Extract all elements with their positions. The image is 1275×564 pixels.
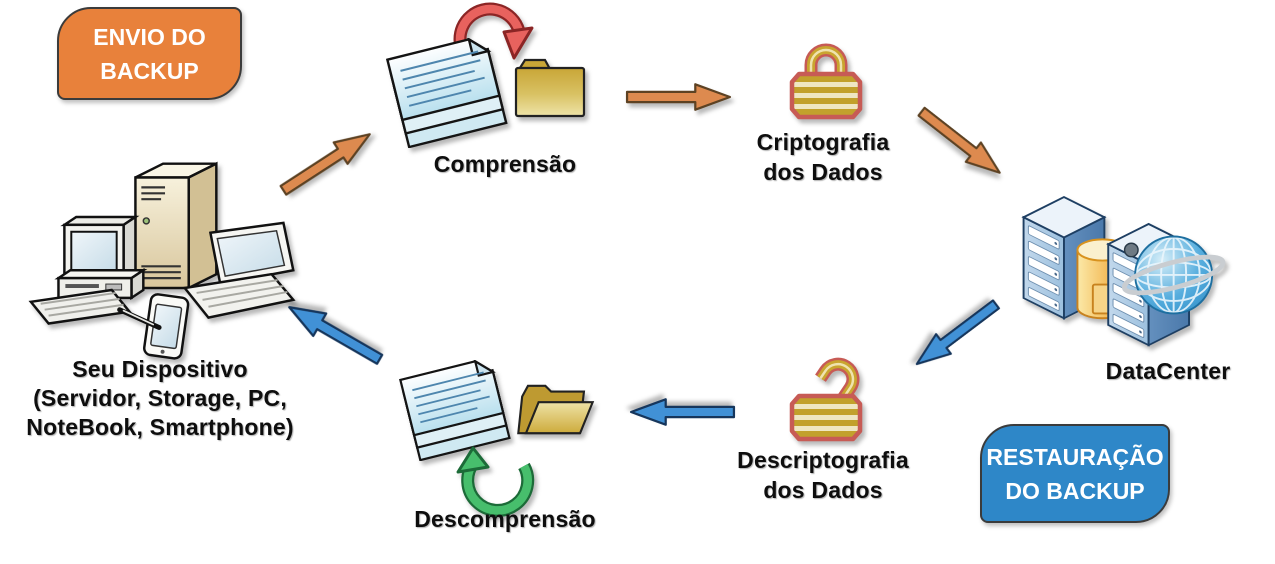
badge-restauracao-do-backup: RESTAURAÇÃO DO BACKUP: [980, 424, 1170, 523]
compress-arc-arrow-icon: [453, 2, 534, 60]
restore-arrow-2-icon: [627, 396, 737, 428]
closed-folder-icon: [514, 58, 586, 118]
devices-cluster-icon: [28, 161, 296, 360]
documents-stack-icon: [396, 360, 516, 461]
encryption-label: Criptografia dos Dados: [723, 127, 923, 187]
restore-arrow-1-icon: [904, 290, 1007, 379]
badge-restauracao-line1: RESTAURAÇÃO: [986, 443, 1164, 470]
decryption-label-line2: dos Dados: [763, 477, 883, 503]
devices-label: Seu Dispositivo (Servidor, Storage, PC, …: [0, 355, 320, 442]
badge-restauracao-line2: DO BACKUP: [1005, 477, 1145, 504]
unlocked-padlock-icon: [789, 357, 863, 442]
decryption-label-line1: Descriptografia: [737, 447, 909, 473]
badge-envio-line2: BACKUP: [100, 57, 199, 84]
open-folder-icon: [517, 384, 595, 435]
devices-label-line2: (Servidor, Storage, PC,: [33, 385, 287, 411]
encryption-label-line2: dos Dados: [763, 159, 883, 185]
send-arrow-3-icon: [910, 98, 1013, 188]
compression-label: Comprensão: [433, 151, 577, 177]
badge-envio-line1: ENVIO DO: [93, 23, 206, 50]
locked-padlock-icon: [789, 43, 863, 120]
encryption-label-line1: Criptografia: [756, 129, 890, 155]
decompression-label: Descomprensão: [414, 506, 596, 532]
send-arrow-2-icon: [624, 81, 734, 113]
datacenter-servers-globe-icon: [1021, 195, 1226, 347]
badge-envio-do-backup: ENVIO DO BACKUP: [57, 7, 242, 100]
decryption-label: Descriptografia dos Dados: [723, 445, 923, 505]
decompress-arc-arrow-icon: [456, 446, 535, 517]
devices-label-line3: NoteBook, Smartphone): [26, 414, 294, 440]
documents-stack-icon: [383, 38, 513, 148]
datacenter-label: DataCenter: [1105, 358, 1231, 384]
devices-label-line1: Seu Dispositivo: [72, 356, 248, 382]
